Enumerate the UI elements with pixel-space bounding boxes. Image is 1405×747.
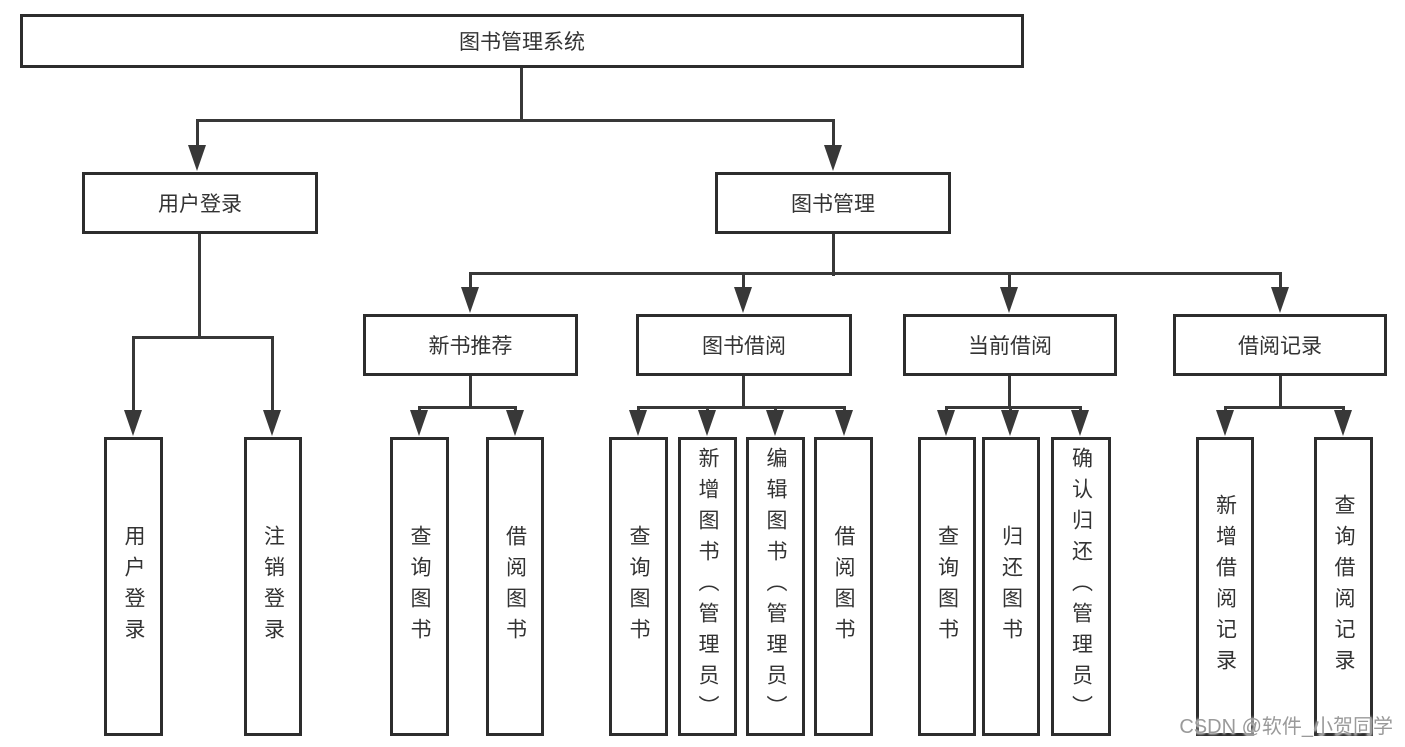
- arrow-down-icon: [1071, 410, 1089, 436]
- leaf-add-book-admin-label: 新增图书（管理员）: [696, 447, 719, 726]
- connector-userlogin-shaft-right: [271, 336, 274, 414]
- leaf-return-book: 归还图书: [982, 437, 1040, 736]
- node-current-borrow: 当前借阅: [903, 314, 1117, 376]
- connector-currentborrow-bar: [945, 406, 1082, 409]
- arrow-down-icon: [1216, 410, 1234, 436]
- leaf-borrow-book-label: 借阅图书: [832, 524, 855, 649]
- arrow-down-icon: [263, 410, 281, 436]
- node-root: 图书管理系统: [20, 14, 1024, 68]
- node-root-label: 图书管理系统: [459, 31, 585, 54]
- leaf-borrow-book: 借阅图书: [814, 437, 873, 736]
- arrow-down-icon: [188, 145, 206, 171]
- leaf-query-book-recommend-label: 查询图书: [408, 524, 431, 649]
- connector-newbook-bar: [418, 406, 517, 409]
- connector-root-shaft-right: [832, 119, 835, 151]
- arrow-down-icon: [734, 287, 752, 313]
- leaf-borrow-book-recommend: 借阅图书: [486, 437, 544, 736]
- connector-bookborrow-stem: [742, 376, 745, 409]
- connector-borrowrecord-stem: [1279, 376, 1282, 409]
- node-new-book-recommend-label: 新书推荐: [428, 335, 513, 358]
- node-user-login-branch-label: 用户登录: [158, 193, 242, 216]
- arrow-down-icon: [461, 287, 479, 313]
- connector-bookborrow-bar: [637, 406, 846, 409]
- node-borrow-record: 借阅记录: [1173, 314, 1387, 376]
- node-current-borrow-label: 当前借阅: [968, 335, 1052, 358]
- connector-currentborrow-stem: [1008, 376, 1011, 409]
- connector-bookmgmt-shaft-4: [1279, 272, 1282, 292]
- arrow-down-icon: [1334, 410, 1352, 436]
- connector-bookmgmt-stem: [832, 234, 835, 276]
- leaf-edit-book-admin: 编辑图书（管理员）: [746, 437, 805, 736]
- leaf-query-book-current-label: 查询图书: [935, 524, 959, 649]
- arrow-down-icon: [824, 145, 842, 171]
- connector-userlogin-shaft-left: [132, 336, 135, 414]
- arrow-down-icon: [124, 410, 142, 436]
- connector-root-shaft-left: [196, 119, 199, 151]
- arrow-down-icon: [506, 410, 524, 436]
- leaf-return-book-label: 归还图书: [999, 524, 1023, 649]
- leaf-query-book-borrow-label: 查询图书: [627, 524, 650, 649]
- connector-userlogin-bar: [132, 336, 274, 339]
- leaf-query-borrow-record: 查询借阅记录: [1314, 437, 1373, 736]
- connector-borrowrecord-bar: [1224, 406, 1345, 409]
- connector-bookmgmt-bar: [469, 272, 1282, 275]
- leaf-query-borrow-record-label: 查询借阅记录: [1332, 493, 1355, 680]
- arrow-down-icon: [835, 410, 853, 436]
- arrow-down-icon: [1271, 287, 1289, 313]
- node-book-borrow-label: 图书借阅: [702, 335, 786, 358]
- leaf-confirm-return-admin-label: 确认归还（管理员）: [1069, 447, 1093, 726]
- connector-root-bar: [196, 119, 835, 122]
- leaf-logout-label: 注销登录: [261, 524, 285, 649]
- leaf-query-book-current: 查询图书: [918, 437, 976, 736]
- connector-bookmgmt-shaft-1: [469, 272, 472, 292]
- leaf-user-login-label: 用户登录: [122, 524, 145, 649]
- leaf-user-login: 用户登录: [104, 437, 163, 736]
- connector-bookmgmt-shaft-3: [1008, 272, 1011, 292]
- leaf-query-book-recommend: 查询图书: [390, 437, 449, 736]
- arrow-down-icon: [1000, 287, 1018, 313]
- leaf-add-book-admin: 新增图书（管理员）: [678, 437, 737, 736]
- leaf-add-borrow-record: 新增借阅记录: [1196, 437, 1254, 736]
- arrow-down-icon: [937, 410, 955, 436]
- node-book-borrow: 图书借阅: [636, 314, 852, 376]
- leaf-add-borrow-record-label: 新增借阅记录: [1213, 493, 1237, 680]
- node-book-management-branch: 图书管理: [715, 172, 951, 234]
- node-book-management-branch-label: 图书管理: [791, 193, 875, 216]
- arrow-down-icon: [629, 410, 647, 436]
- node-user-login-branch: 用户登录: [82, 172, 318, 234]
- connector-userlogin-stem: [198, 234, 201, 338]
- leaf-confirm-return-admin: 确认归还（管理员）: [1051, 437, 1111, 736]
- leaf-borrow-book-recommend-label: 借阅图书: [503, 524, 527, 649]
- arrow-down-icon: [1001, 410, 1019, 436]
- arrow-down-icon: [698, 410, 716, 436]
- connector-root-stem: [520, 68, 523, 122]
- arrow-down-icon: [766, 410, 784, 436]
- leaf-logout: 注销登录: [244, 437, 302, 736]
- csdn-watermark: CSDN @软件_小贺同学: [1179, 716, 1393, 738]
- connector-bookmgmt-shaft-2: [742, 272, 745, 292]
- node-new-book-recommend: 新书推荐: [363, 314, 578, 376]
- node-borrow-record-label: 借阅记录: [1238, 335, 1322, 358]
- leaf-edit-book-admin-label: 编辑图书（管理员）: [764, 447, 787, 726]
- leaf-query-book-borrow: 查询图书: [609, 437, 668, 736]
- arrow-down-icon: [410, 410, 428, 436]
- connector-newbook-stem: [469, 376, 472, 409]
